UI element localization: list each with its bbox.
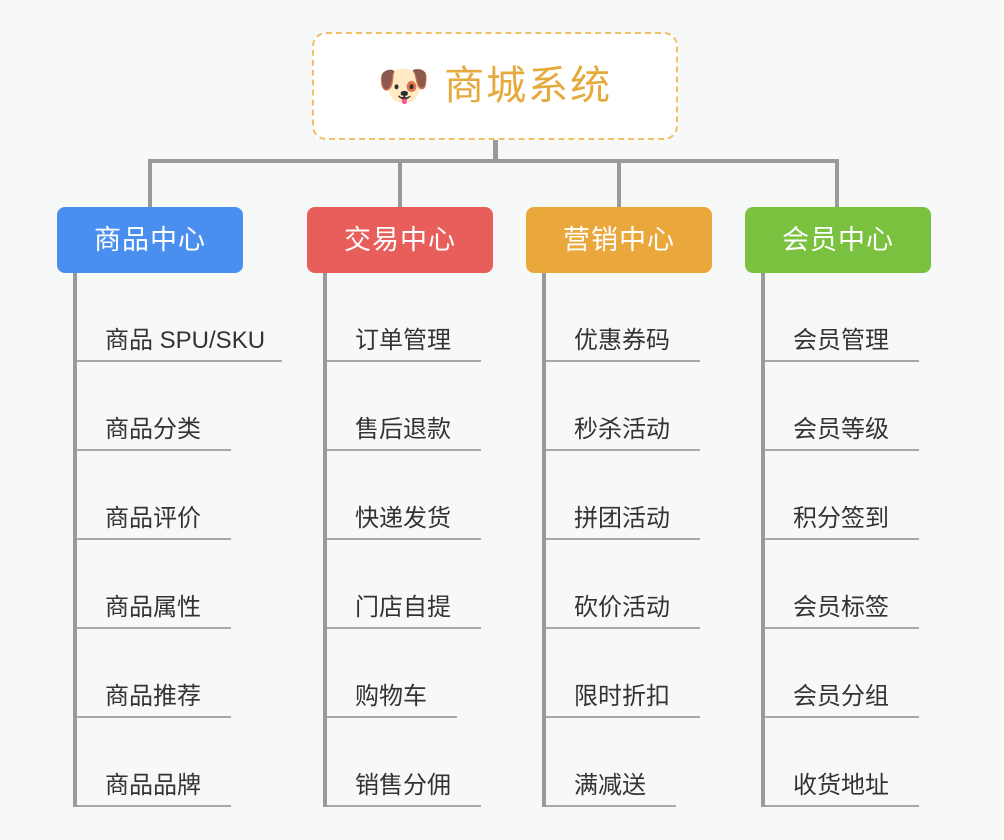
category-title: 营销中心 <box>563 224 675 255</box>
leaf-label: 砍价活动 <box>574 593 670 621</box>
list-item[interactable]: 商品 SPU/SKU <box>77 273 289 362</box>
drop-connector-4 <box>835 159 839 209</box>
horizontal-bus-connector <box>150 159 839 163</box>
leaf-label: 销售分佣 <box>355 771 451 799</box>
list-item[interactable]: 收货地址 <box>765 718 919 807</box>
drop-connector-3 <box>617 159 621 209</box>
leaf-list-trade-center: 订单管理 售后退款 快递发货 门店自提 购物车 销售分佣 <box>323 273 481 807</box>
root-stem-connector <box>493 140 498 163</box>
leaf-underline <box>77 716 231 718</box>
category-header-product-center[interactable]: 商品中心 <box>57 207 243 273</box>
leaf-label: 售后退款 <box>355 415 451 443</box>
leaf-underline <box>77 449 231 451</box>
list-item[interactable]: 会员管理 <box>765 273 919 362</box>
list-item[interactable]: 拼团活动 <box>546 451 700 540</box>
list-item[interactable]: 会员分组 <box>765 629 919 718</box>
leaf-label: 满减送 <box>574 771 646 799</box>
leaf-underline <box>77 805 231 807</box>
leaf-label: 积分签到 <box>793 504 889 532</box>
leaf-underline <box>327 627 481 629</box>
leaf-list-marketing-center: 优惠券码 秒杀活动 拼团活动 砍价活动 限时折扣 满减送 <box>542 273 700 807</box>
list-item[interactable]: 销售分佣 <box>327 718 481 807</box>
leaf-underline <box>546 538 700 540</box>
leaf-underline <box>546 449 700 451</box>
leaf-underline <box>77 360 282 362</box>
leaf-underline <box>327 360 481 362</box>
leaf-label: 会员等级 <box>793 415 889 443</box>
dog-face-icon: 🐶 <box>377 62 431 109</box>
list-item[interactable]: 积分签到 <box>765 451 919 540</box>
leaf-label: 商品推荐 <box>105 682 201 710</box>
leaf-underline <box>327 805 481 807</box>
root-node[interactable]: 🐶 商城系统 <box>312 32 678 140</box>
leaf-list-product-center: 商品 SPU/SKU 商品分类 商品评价 商品属性 商品推荐 商品品牌 <box>73 273 289 807</box>
list-item[interactable]: 商品属性 <box>77 540 289 629</box>
leaf-label: 商品 SPU/SKU <box>105 326 266 354</box>
category-header-trade-center[interactable]: 交易中心 <box>307 207 493 273</box>
list-item[interactable]: 会员等级 <box>765 362 919 451</box>
leaf-label: 商品属性 <box>105 593 201 621</box>
leaf-underline <box>327 716 457 718</box>
list-item[interactable]: 商品推荐 <box>77 629 289 718</box>
drop-connector-2 <box>398 159 402 209</box>
leaf-underline <box>77 627 231 629</box>
leaf-underline <box>546 805 676 807</box>
leaf-underline <box>765 716 919 718</box>
list-item[interactable]: 限时折扣 <box>546 629 700 718</box>
leaf-list-member-center: 会员管理 会员等级 积分签到 会员标签 会员分组 收货地址 <box>761 273 919 807</box>
list-item[interactable]: 门店自提 <box>327 540 481 629</box>
leaf-label: 商品品牌 <box>105 771 201 799</box>
leaf-label: 秒杀活动 <box>574 415 670 443</box>
leaf-label: 订单管理 <box>355 326 451 354</box>
leaf-underline <box>765 360 919 362</box>
leaf-label: 会员标签 <box>793 593 889 621</box>
leaf-underline <box>546 716 700 718</box>
category-header-marketing-center[interactable]: 营销中心 <box>526 207 712 273</box>
leaf-underline <box>765 627 919 629</box>
leaf-label: 购物车 <box>355 682 427 710</box>
drop-connector-1 <box>148 159 152 209</box>
category-header-member-center[interactable]: 会员中心 <box>745 207 931 273</box>
leaf-label: 收货地址 <box>793 771 889 799</box>
list-item[interactable]: 购物车 <box>327 629 475 718</box>
list-item[interactable]: 满减送 <box>546 718 694 807</box>
leaf-underline <box>327 449 481 451</box>
category-title: 商品中心 <box>94 224 206 255</box>
leaf-label: 门店自提 <box>355 593 451 621</box>
category-title: 会员中心 <box>782 224 894 255</box>
list-item[interactable]: 快递发货 <box>327 451 481 540</box>
leaf-label: 会员分组 <box>793 682 889 710</box>
category-title: 交易中心 <box>344 224 456 255</box>
leaf-underline <box>765 805 919 807</box>
leaf-label: 会员管理 <box>793 326 889 354</box>
leaf-underline <box>77 538 231 540</box>
list-item[interactable]: 商品品牌 <box>77 718 289 807</box>
list-item[interactable]: 会员标签 <box>765 540 919 629</box>
leaf-label: 优惠券码 <box>574 326 670 354</box>
leaf-underline <box>546 627 700 629</box>
list-item[interactable]: 商品分类 <box>77 362 289 451</box>
leaf-underline <box>765 538 919 540</box>
list-item[interactable]: 订单管理 <box>327 273 481 362</box>
root-title: 商城系统 <box>444 64 613 108</box>
leaf-underline <box>327 538 481 540</box>
leaf-underline <box>765 449 919 451</box>
leaf-label: 快递发货 <box>355 504 451 532</box>
list-item[interactable]: 售后退款 <box>327 362 481 451</box>
leaf-label: 限时折扣 <box>574 682 670 710</box>
list-item[interactable]: 商品评价 <box>77 451 289 540</box>
list-item[interactable]: 秒杀活动 <box>546 362 700 451</box>
leaf-label: 拼团活动 <box>574 504 670 532</box>
leaf-label: 商品评价 <box>105 504 201 532</box>
leaf-label: 商品分类 <box>105 415 201 443</box>
list-item[interactable]: 砍价活动 <box>546 540 700 629</box>
list-item[interactable]: 优惠券码 <box>546 273 700 362</box>
leaf-underline <box>546 360 700 362</box>
